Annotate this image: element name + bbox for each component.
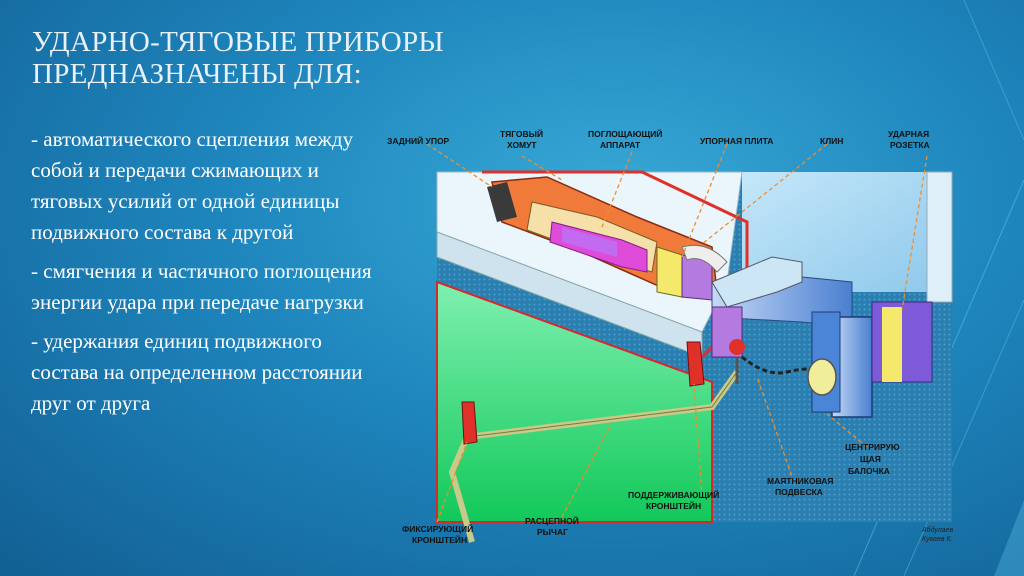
label-striker-line-2: РОЗЕТКА — [890, 140, 930, 150]
label-pendulum-hanger: МАЯТНИКОВАЯ ПОДВЕСКА — [767, 476, 834, 497]
author-signature-line-1: Абдулаев — [921, 526, 954, 534]
wedge — [681, 244, 728, 273]
slide-title-line-1: УДАРНО-ТЯГОВЫЕ ПРИБОРЫ — [32, 26, 444, 58]
label-support-bracket-line-1: ПОДДЕРЖИВАЮЩИЙ — [628, 489, 719, 500]
bullet-item-damping: - смягчения и частичного поглощения энер… — [31, 259, 372, 314]
label-wedge: КЛИН — [820, 136, 843, 146]
label-striker-line-1: УДАРНАЯ — [888, 129, 929, 139]
label-uncoupling-lever: РАСЦЕПНОЙ РЫЧАГ — [525, 515, 579, 537]
label-support-bracket: ПОДДЕРЖИВАЮЩИЙ КРОНШТЕЙН — [628, 489, 719, 511]
label-centering-beam-line-1: ЦЕНТРИРУЮ — [845, 442, 900, 452]
slide-title-line-2: ПРЕДНАЗНАЧЕНЫ ДЛЯ: — [32, 58, 363, 90]
label-support-bracket-line-2: КРОНШТЕЙН — [646, 500, 701, 511]
follower-plate — [656, 246, 683, 298]
coupler-pin-red — [729, 339, 745, 355]
label-fixing-bracket: ФИКСИРУЮЩИЙ КРОНШТЕЙН — [402, 523, 473, 545]
label-uncoupling-lever-line-1: РАСЦЕПНОЙ — [525, 515, 579, 526]
bullet-item-spacing: - удержания единиц подвижного состава на… — [31, 329, 363, 415]
green-side-sill — [436, 280, 713, 523]
label-pendulum-hanger-line-1: МАЯТНИКОВАЯ — [767, 476, 834, 486]
bullet-list: - автоматического сцепления между собой … — [31, 124, 376, 427]
label-striker: УДАРНАЯ РОЗЕТКА — [888, 129, 930, 150]
author-signature-line-2: Куваев К. — [922, 536, 953, 543]
label-rear-stop: ЗАДНИЙ УПОР — [387, 135, 450, 146]
striker-plate — [882, 307, 902, 382]
label-centering-beam-line-3: БАЛОЧКА — [848, 466, 890, 476]
rear-stop — [487, 182, 517, 222]
draft-gear-inner — [562, 227, 617, 257]
end-sill — [926, 171, 953, 303]
bullet-item-coupling: - автоматического сцепления между собой … — [31, 127, 354, 244]
label-draft-yoke: ТЯГОВЫЙ ХОМУТ — [500, 128, 543, 150]
lever-handle — [448, 435, 475, 543]
label-follower-plate-text: УПОРНАЯ ПЛИТА — [700, 136, 773, 146]
label-pendulum-hanger-line-2: ПОДВЕСКА — [775, 487, 823, 497]
uncoupling-lever-outline — [466, 371, 738, 438]
support-bracket — [686, 341, 705, 387]
label-draft-yoke-line-2: ХОМУТ — [507, 140, 537, 150]
label-uncoupling-lever-line-2: РЫЧАГ — [537, 527, 568, 537]
label-wedge-text: КЛИН — [820, 136, 843, 146]
label-centering-beam: ЦЕНТРИРУЮ ЩАЯ БАЛОЧКА — [845, 442, 900, 476]
leader-lines — [426, 143, 928, 523]
label-draft-gear-line-1: ПОГЛОЩАЮЩИЙ — [588, 128, 662, 139]
label-fixing-bracket-line-1: ФИКСИРУЮЩИЙ — [402, 523, 473, 534]
coupler-diagram: ЗАДНИЙ УПОР ТЯГОВЫЙ ХОМУТ ПОГЛОЩАЮЩИЙ АП… — [387, 128, 954, 545]
label-follower-plate: УПОРНАЯ ПЛИТА — [700, 136, 773, 146]
label-draft-yoke-line-1: ТЯГОВЫЙ — [500, 128, 543, 139]
label-centering-beam-line-2: ЩАЯ — [860, 454, 881, 464]
author-signature: Абдулаев Куваев К. — [921, 526, 954, 543]
fixing-bracket — [461, 401, 478, 445]
label-rear-stop-text: ЗАДНИЙ УПОР — [387, 135, 450, 146]
label-draft-gear: ПОГЛОЩАЮЩИЙ АППАРАТ — [588, 128, 662, 150]
slide-title: УДАРНО-ТЯГОВЫЕ ПРИБОРЫ ПРЕДНАЗНАЧЕНЫ ДЛЯ… — [32, 26, 452, 90]
label-fixing-bracket-line-2: КРОНШТЕЙН — [412, 534, 467, 545]
lock-knob — [807, 358, 837, 396]
label-draft-gear-line-2: АППАРАТ — [600, 140, 641, 150]
